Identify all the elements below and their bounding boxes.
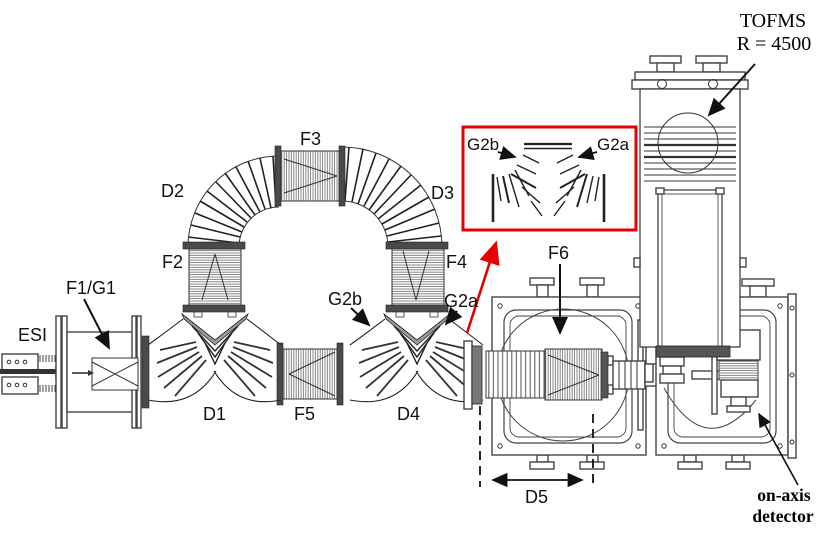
label-g2b: G2b xyxy=(328,289,362,309)
quad-f3 xyxy=(274,145,346,207)
label-f6: F6 xyxy=(548,243,569,263)
quad-f5 xyxy=(276,342,344,406)
label-g2a: G2a xyxy=(444,291,479,311)
esi-capillary xyxy=(0,369,72,374)
label-d5: D5 xyxy=(525,487,548,507)
tof-tube xyxy=(631,55,749,358)
label-f1g1: F1/G1 xyxy=(66,278,116,298)
label-d3: D3 xyxy=(431,183,454,203)
label-f2: F2 xyxy=(162,252,183,272)
f1g1-chamber xyxy=(55,315,150,429)
on-axis-detector-assembly xyxy=(711,323,761,415)
labels: ESI F1/G1 F2 F3 F4 F5 D2 D3 D1 D4 G2b G2… xyxy=(18,10,814,526)
reflectron-mirror xyxy=(657,112,719,174)
label-d1: D1 xyxy=(203,404,226,424)
inset-label-g2b: G2b xyxy=(467,135,499,154)
inset-label-g2a: G2a xyxy=(597,135,630,154)
inset-pointer-arrow xyxy=(465,240,500,334)
gate-electrodes xyxy=(491,142,606,222)
junction-d4 xyxy=(349,313,484,403)
bend-d3 xyxy=(341,146,443,248)
label-f3: F3 xyxy=(300,129,321,149)
label-d2: D2 xyxy=(161,181,184,201)
gate-inset: G2b G2a xyxy=(461,125,638,232)
label-f5: F5 xyxy=(294,404,315,424)
label-f4: F4 xyxy=(446,252,467,272)
label-on-axis-1: on-axis xyxy=(757,485,811,505)
label-tof-resolution: R = 4500 xyxy=(737,33,812,55)
junction-d1 xyxy=(147,313,282,403)
ion-funnel-f6 xyxy=(485,348,609,401)
quad-f2 xyxy=(182,241,246,318)
label-esi: ESI xyxy=(18,325,47,345)
label-tofms: TOFMS xyxy=(740,10,806,32)
f6-chamber xyxy=(463,277,658,470)
label-on-axis-2: detector xyxy=(752,506,813,526)
quad-f4 xyxy=(385,241,449,318)
ion-funnel-f1 xyxy=(91,357,139,391)
d5-dimension xyxy=(479,406,594,488)
label-d4: D4 xyxy=(397,404,420,424)
reflectron-rings xyxy=(644,126,736,182)
bend-d2 xyxy=(187,155,280,248)
